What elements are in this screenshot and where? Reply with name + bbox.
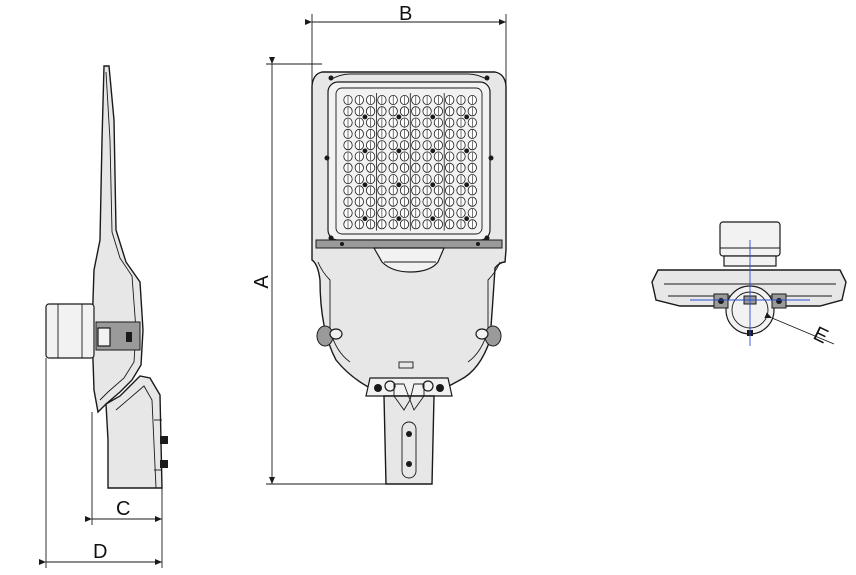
dimension-c: C: [85, 412, 163, 525]
side-view-pole-adapter: [105, 375, 163, 489]
dimension-c-label: C: [116, 498, 130, 520]
front-view-led-array: [343, 93, 477, 231]
front-view-led-frame: [327, 81, 491, 241]
side-view-sensor-cap: [45, 303, 95, 359]
dimension-d-label: D: [93, 541, 107, 563]
dimension-d: D: [39, 358, 163, 568]
dimension-a: A: [251, 57, 386, 485]
dimension-b-label: B: [399, 3, 412, 25]
end-view: E: [651, 221, 847, 349]
front-view: [311, 71, 507, 485]
dimension-b: B: [305, 3, 507, 86]
side-view-housing: [91, 65, 144, 414]
front-view-handle: [372, 247, 445, 273]
side-view-inner-edge: [99, 71, 137, 401]
dimension-e-label: E: [810, 323, 832, 349]
side-view: [45, 65, 168, 489]
front-view-pole-spigot: [383, 395, 435, 485]
dimension-a-label: A: [251, 275, 273, 289]
